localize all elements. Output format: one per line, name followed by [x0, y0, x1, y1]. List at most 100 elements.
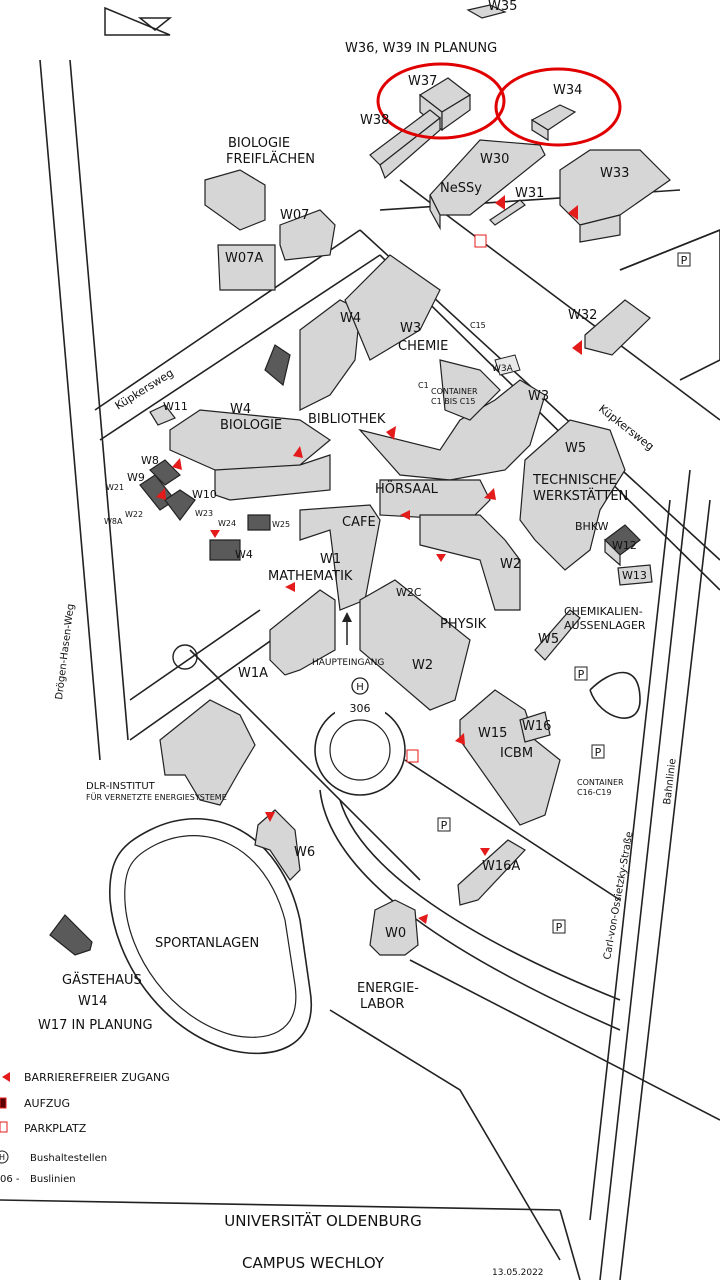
svg-text:P: P: [441, 819, 448, 832]
label-bus-306: 306: [350, 702, 371, 715]
label-w3-top: W3: [400, 321, 421, 336]
label-w11: W11: [163, 400, 188, 413]
label-w13: W13: [622, 569, 647, 582]
label-dlr-1: DLR-INSTITUT: [86, 781, 156, 792]
label-w32: W32: [568, 308, 597, 323]
label-w17: W17 IN PLANUNG: [38, 1018, 153, 1033]
legend: BARRIEREFREIER ZUGANG AUFZUG PARKPLATZ H…: [0, 1071, 170, 1185]
label-w16: W16: [522, 719, 551, 734]
label-w5-top: W5: [565, 441, 586, 456]
svg-text:P: P: [595, 746, 602, 759]
svg-text:P: P: [681, 254, 688, 267]
label-w2c: W2C: [396, 586, 422, 599]
label-w10: W10: [192, 488, 217, 501]
legend-parkplatz-icon: [0, 1121, 8, 1133]
label-w22: W22: [125, 510, 143, 519]
label-container-c16-1: CONTAINER: [577, 778, 624, 787]
label-w2-lower: W2: [412, 658, 433, 673]
w37-highlight: [376, 62, 506, 140]
label-w35: W35: [488, 0, 517, 14]
legend-bus-stop-icon: [0, 1150, 9, 1164]
label-technische-2: WERKSTÄTTEN: [533, 488, 628, 504]
sports-field: [109, 817, 313, 1055]
label-container-c16-2: C16-C19: [577, 788, 611, 797]
label-w6: W6: [294, 845, 315, 860]
label-w8: W8: [141, 454, 159, 467]
label-carl: Carl-von-Ossietzky-Straße: [602, 831, 635, 961]
label-bibliothek: BIBLIOTHEK: [308, 412, 386, 427]
footer-date: 13.05.2022: [492, 1268, 544, 1278]
label-w31: W31: [515, 186, 544, 201]
label-gaestehaus: GÄSTEHAUS: [62, 972, 142, 988]
bus-stop-symbol: H: [356, 682, 364, 693]
label-haupteingang: HAUPTEINGANG: [312, 658, 384, 668]
label-chem-2: AUSSENLAGER: [564, 619, 646, 632]
label-w4-small: W4: [235, 548, 253, 561]
label-hoersaal: HÖRSAAL: [375, 480, 439, 497]
north-arrow-icon: [104, 6, 173, 36]
legend-aufzug-icon: [0, 1097, 7, 1109]
accessible-parking-icon: [406, 234, 487, 763]
label-c1: C1: [418, 381, 429, 390]
label-icbm: ICBM: [500, 746, 533, 761]
label-w9: W9: [127, 471, 145, 484]
label-w25: W25: [272, 520, 290, 529]
label-sportanlagen: SPORTANLAGEN: [155, 936, 259, 951]
label-w4-top: W4: [340, 311, 361, 326]
buildings: [49, 4, 671, 956]
label-w1a: W1A: [238, 666, 268, 681]
label-energie-1: ENERGIE-: [357, 981, 419, 996]
label-w1: W1: [320, 552, 341, 567]
label-droegen: Drögen-Hasen-Weg: [54, 603, 77, 700]
label-biologie-frei-2: FREIFLÄCHEN: [226, 151, 315, 167]
label-technische-1: TECHNISCHE: [532, 473, 617, 488]
w34-highlight: [494, 67, 622, 147]
parking-signs: P P P P P: [437, 252, 691, 934]
svg-text:P: P: [578, 668, 585, 681]
label-w21: W21: [106, 483, 124, 492]
label-w12: W12: [612, 539, 637, 552]
label-w33: W33: [600, 166, 629, 181]
label-w0: W0: [385, 926, 406, 941]
legend-barrierefrei: BARRIEREFREIER ZUGANG: [24, 1071, 170, 1084]
label-w3-right: W3: [528, 389, 549, 404]
legend-bushaltestellen: Bushaltestellen: [30, 1153, 107, 1164]
roads: [0, 59, 720, 1280]
label-w4-bio: W4: [230, 402, 251, 417]
label-bhkw: BHKW: [575, 520, 609, 533]
label-chem-1: CHEMIKALIEN-: [564, 605, 643, 618]
label-c15: C15: [470, 321, 486, 330]
label-w15: W15: [478, 726, 507, 741]
label-w07a: W07A: [225, 251, 263, 266]
footer-university: UNIVERSITÄT OLDENBURG: [224, 1211, 421, 1230]
label-w23: W23: [195, 509, 213, 518]
label-w8a: W8A: [104, 517, 123, 526]
label-w3a: W3A: [492, 364, 514, 374]
label-energie-2: LABOR: [360, 997, 404, 1012]
label-physik: PHYSIK: [440, 617, 487, 632]
bus-stop-icon: [351, 677, 369, 695]
label-w5-lower: W5: [538, 632, 559, 647]
label-biologie: BIOLOGIE: [220, 418, 282, 433]
label-w2-right: W2: [500, 557, 521, 572]
legend-aufzug: AUFZUG: [24, 1097, 70, 1110]
label-w30: W30: [480, 152, 509, 167]
label-w07: W07: [280, 208, 309, 223]
legend-buslinien-prefix: 06 -: [0, 1174, 20, 1185]
label-nessy: NeSSy: [440, 181, 482, 196]
label-mathematik: MATHEMATIK: [268, 569, 353, 584]
label-w16a: W16A: [482, 859, 520, 874]
main-entrance-arrowhead-icon: [342, 612, 352, 622]
label-planning-north: W36, W39 IN PLANUNG: [345, 41, 497, 56]
legend-barrierefrei-icon: [2, 1072, 10, 1082]
legend-parkplatz: PARKPLATZ: [24, 1122, 87, 1135]
label-container-1: CONTAINER: [431, 387, 478, 396]
label-biologie-frei-1: BIOLOGIE: [228, 136, 290, 151]
label-w37: W37: [408, 74, 437, 89]
legend-buslinien: Buslinien: [30, 1174, 76, 1185]
label-container-2: C1 BIS C15: [431, 397, 475, 406]
label-cafe: CAFE: [342, 515, 376, 530]
label-w24: W24: [218, 519, 236, 528]
svg-text:H: H: [0, 1153, 5, 1162]
